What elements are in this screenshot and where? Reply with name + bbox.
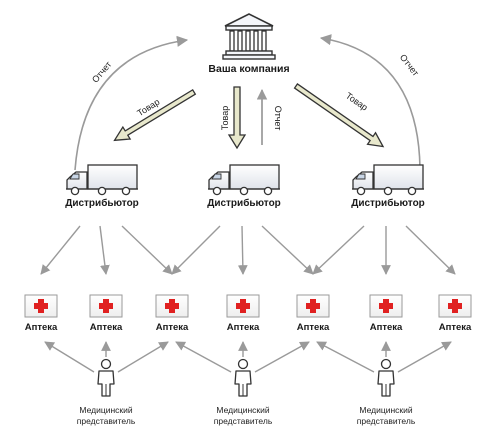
representative-arrow bbox=[175, 341, 232, 373]
pharmacies-row: Аптека Аптека Аптека Аптека Аптека Аптека Апте… bbox=[24, 294, 472, 333]
company-building-icon bbox=[222, 13, 276, 60]
distributor-to-pharmacy-arrows bbox=[40, 225, 456, 275]
report-label-right: Отчет bbox=[398, 52, 421, 78]
distributor-arrow bbox=[237, 225, 248, 275]
distributor-arrow bbox=[171, 225, 221, 275]
red-cross-icon bbox=[89, 294, 123, 318]
report-arrow-right bbox=[319, 34, 421, 169]
distributor-arrow bbox=[261, 225, 314, 275]
pharmacy-label: Аптека bbox=[90, 322, 123, 333]
representative-arrow bbox=[316, 341, 375, 373]
pharmacy-node: Аптека bbox=[89, 294, 123, 333]
report-label-left: Отчет bbox=[90, 59, 113, 84]
distributor-label: Дистрибьютор bbox=[351, 197, 425, 209]
pharmacy-label: Аптека bbox=[370, 322, 403, 333]
pharmacy-label: Аптека bbox=[156, 322, 189, 333]
distributor-node: Дистрибьютор bbox=[207, 164, 281, 209]
truck-icon bbox=[352, 164, 424, 196]
representative-arrow bbox=[254, 341, 310, 373]
pharmacy-label: Аптека bbox=[439, 322, 472, 333]
truck-icon bbox=[208, 164, 280, 196]
distributor-arrow bbox=[312, 225, 365, 275]
person-icon bbox=[234, 358, 252, 397]
report-label-center: Отчет bbox=[273, 106, 283, 131]
representatives-row: МедицинскийпредставительМедицинскийпредс… bbox=[77, 358, 416, 426]
person-icon bbox=[97, 358, 115, 397]
pharmacy-node: Аптека bbox=[24, 294, 58, 333]
pharmacy-node: Аптека bbox=[438, 294, 472, 333]
representative-arrow bbox=[44, 341, 95, 373]
distributors-row: Дистрибьютор Дистрибьютор Дистрибьютор bbox=[65, 164, 425, 209]
representative-label-line2: представитель bbox=[77, 416, 136, 426]
red-cross-icon bbox=[296, 294, 330, 318]
red-cross-icon bbox=[24, 294, 58, 318]
person-icon bbox=[377, 358, 395, 397]
pharmacy-node: Аптека bbox=[155, 294, 189, 333]
representative-label-line2: представитель bbox=[357, 416, 416, 426]
distributor-node: Дистрибьютор bbox=[65, 164, 139, 209]
goods-label-right: Товар bbox=[344, 90, 370, 112]
pharmacy-node: Аптека bbox=[369, 294, 403, 333]
red-cross-icon bbox=[438, 294, 472, 318]
distributor-label: Дистрибьютор bbox=[207, 197, 281, 209]
goods-arrow-left bbox=[113, 88, 197, 142]
representative-to-pharmacy-arrows bbox=[44, 341, 452, 373]
red-cross-icon bbox=[369, 294, 403, 318]
representative-label-line1: Медицинский bbox=[79, 405, 132, 415]
distributor-arrow bbox=[121, 225, 173, 275]
distributor-arrow bbox=[405, 225, 456, 275]
distributor-node: Дистрибьютор bbox=[351, 164, 425, 209]
goods-arrow-center bbox=[227, 86, 247, 150]
distributor-arrow bbox=[40, 225, 81, 275]
truck-icon bbox=[66, 164, 138, 196]
red-cross-icon bbox=[155, 294, 189, 318]
representative-arrow bbox=[117, 341, 169, 373]
goods-label-center: Товар bbox=[220, 106, 230, 131]
goods-arrow-right bbox=[293, 83, 385, 148]
pharmacy-label: Аптека bbox=[25, 322, 58, 333]
distributor-label: Дистрибьютор bbox=[65, 197, 139, 209]
distributor-arrow bbox=[99, 225, 110, 275]
report-arrow-left bbox=[74, 35, 189, 171]
representative-label-line2: представитель bbox=[214, 416, 273, 426]
pharmacy-label: Аптека bbox=[297, 322, 330, 333]
representative-label-line1: Медицинский bbox=[359, 405, 412, 415]
representative-arrow bbox=[397, 341, 452, 373]
pharmacy-node: Аптека bbox=[226, 294, 260, 333]
red-cross-icon bbox=[226, 294, 260, 318]
representative-label-line1: Медицинский bbox=[216, 405, 269, 415]
pharmacy-node: Аптека bbox=[296, 294, 330, 333]
company-label: Ваша компания bbox=[208, 63, 289, 75]
pharmacy-label: Аптека bbox=[227, 322, 260, 333]
